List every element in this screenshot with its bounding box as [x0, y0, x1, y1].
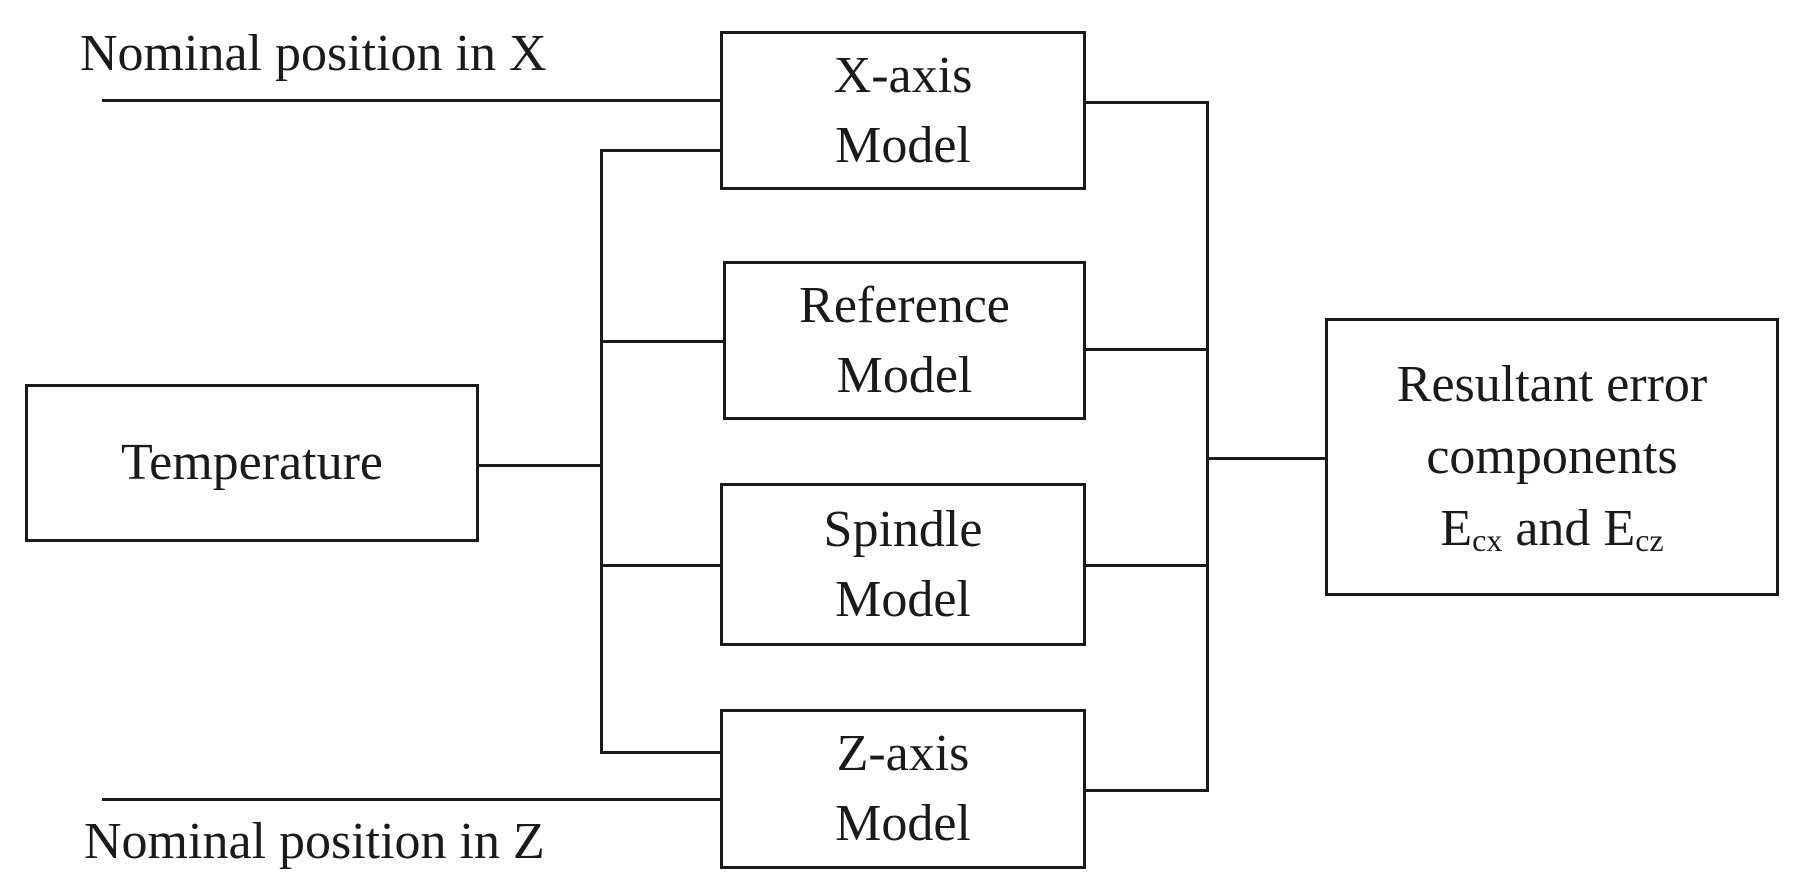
and-text: and: [1502, 500, 1604, 557]
z-axis-model-line2: Model: [835, 795, 971, 852]
z-axis-model-box: Z-axis Model: [720, 709, 1086, 869]
spindle-model-box: Spindle Model: [720, 483, 1086, 646]
connector-nominal-z: [102, 798, 722, 801]
x-axis-model-box: X-axis Model: [720, 31, 1086, 190]
connector-temperature-bus: [476, 464, 602, 467]
branch-x-axis: [600, 149, 724, 152]
resultant-error-box: Resultant error components Ecx and Ecz: [1325, 318, 1779, 596]
connector-bus-result: [1206, 457, 1328, 460]
reference-model-line1: Reference: [799, 276, 1010, 334]
resultant-error-line3: Ecx and Ecz: [1440, 493, 1663, 565]
nominal-z-label: Nominal position in Z: [84, 813, 545, 870]
resultant-error-line2: components: [1426, 428, 1678, 485]
connector-nominal-x: [102, 99, 722, 102]
x-axis-model-line1: X-axis: [833, 46, 973, 104]
resultant-error-line1: Resultant error: [1396, 356, 1708, 413]
branch-spindle: [600, 564, 724, 567]
nominal-x-label: Nominal position in X: [80, 25, 547, 82]
out-x-axis: [1084, 101, 1209, 104]
ecz-symbol: Ecz: [1603, 500, 1664, 558]
output-bus: [1206, 101, 1209, 792]
out-z-axis: [1084, 789, 1209, 792]
temperature-label: Temperature: [121, 434, 383, 491]
spindle-model-line1: Spindle: [823, 500, 983, 558]
reference-model-line2: Model: [836, 346, 973, 404]
z-axis-model-line1: Z-axis: [836, 725, 970, 782]
ecx-symbol: Ecx: [1440, 500, 1503, 558]
branch-z-axis: [600, 751, 724, 754]
out-spindle: [1084, 564, 1209, 567]
temperature-box: Temperature: [25, 384, 479, 542]
branch-reference: [600, 340, 726, 343]
out-reference: [1084, 348, 1209, 351]
temperature-bus: [600, 149, 603, 752]
x-axis-model-line2: Model: [835, 116, 971, 174]
reference-model-box: Reference Model: [723, 261, 1086, 420]
spindle-model-line2: Model: [835, 570, 971, 628]
